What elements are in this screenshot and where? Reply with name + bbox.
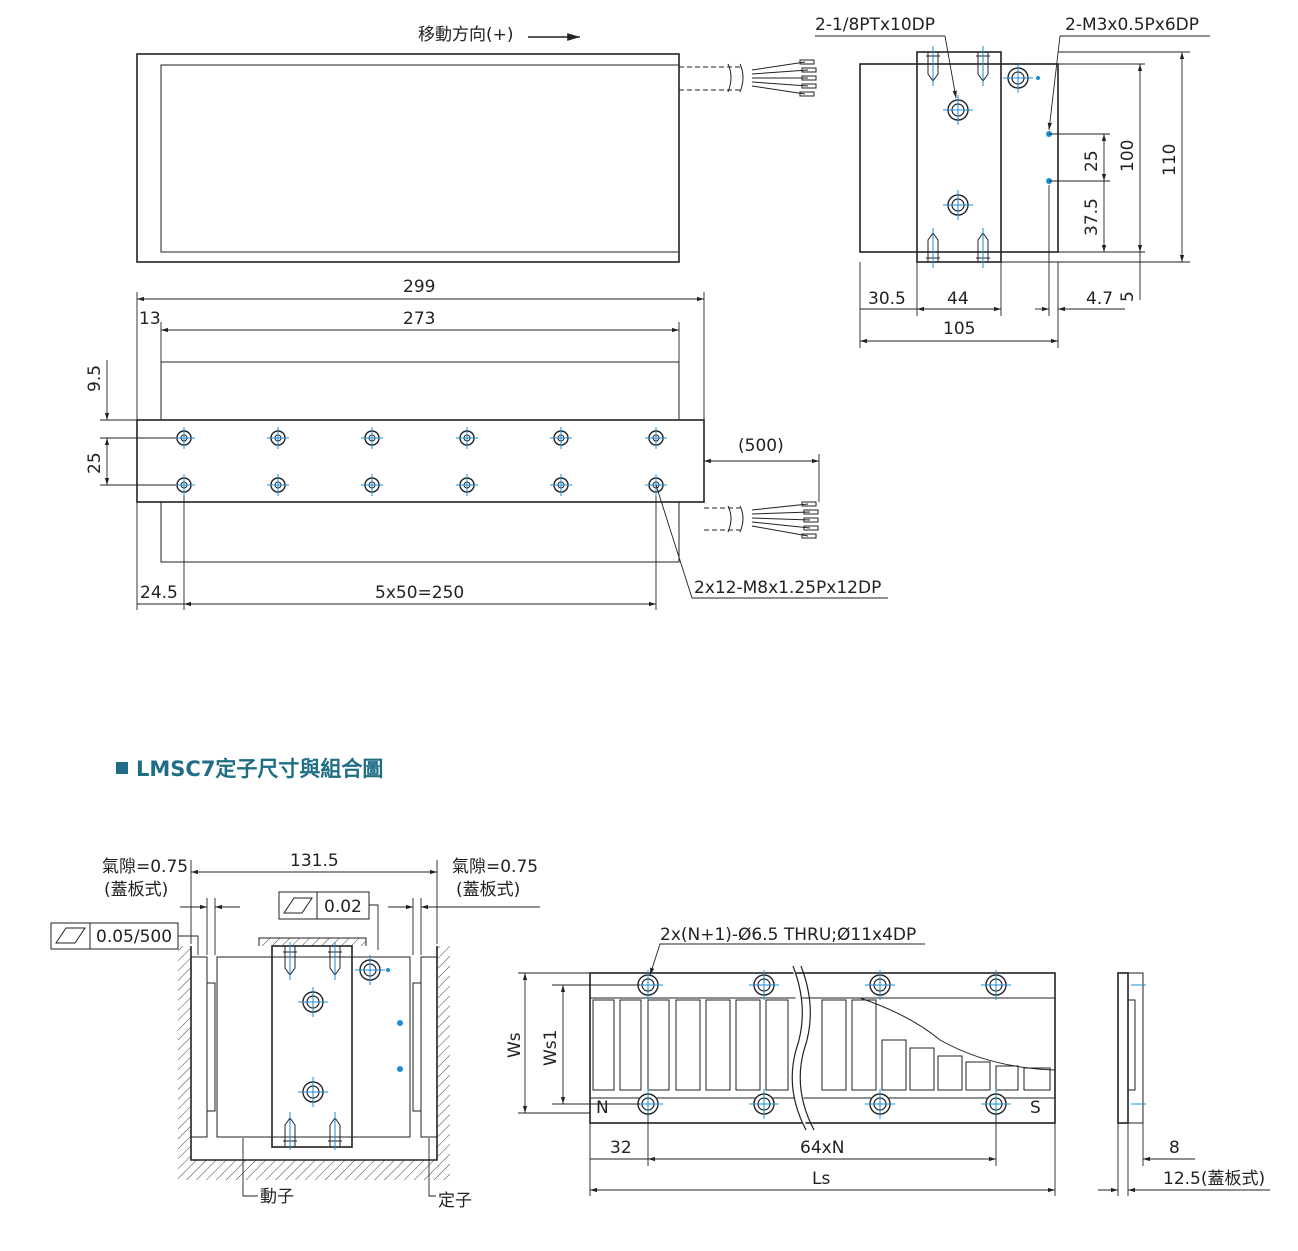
stator-side-base <box>1117 972 1129 1124</box>
cover-right: (蓋板式) <box>456 880 520 900</box>
dim-8: 8 <box>1169 1138 1180 1158</box>
callout-pt: 2-1/8PTx10DP <box>815 15 935 35</box>
section-heading: LMSC7定子尺寸與組合圖 <box>116 757 383 781</box>
top-view-inner <box>160 64 680 253</box>
stator-hole-callout: 2x(N+1)-Ø6.5 THRU;Ø11x4DP <box>660 925 916 945</box>
dim-131-5: 131.5 <box>290 851 339 871</box>
pt-hole-1 <box>942 94 974 126</box>
side-mover <box>916 51 1002 263</box>
dim-37-5: 37.5 <box>1082 198 1102 236</box>
direction-label: 移動方向(+) <box>418 25 514 45</box>
dim-500: (500) <box>738 436 784 456</box>
dim-44: 44 <box>947 289 969 309</box>
flatness-left-value: 0.05/500 <box>96 927 172 947</box>
dim-299: 299 <box>403 277 435 297</box>
mover-body <box>216 956 411 1138</box>
flatness-top-value: 0.02 <box>324 897 362 917</box>
front-upper-plate <box>160 361 680 421</box>
dim-9-5: 9.5 <box>85 365 105 392</box>
cover-left: (蓋板式) <box>104 880 168 900</box>
mount-holes <box>172 426 668 497</box>
front-cable <box>704 501 819 539</box>
front-view: 299 273 13 9.5 25 <box>85 277 888 610</box>
assembly-view: 131.5 氣隙=0.75 (蓋板式) 氣隙=0.75 (蓋板式) 0.02 0… <box>50 851 540 1211</box>
stator-side-view: 8 12.5(蓋板式) <box>1098 972 1270 1196</box>
stator-view: N S 2x(N+1)-Ø6.5 THRU;Ø11x4DP Ws Ws1 32 … <box>505 925 1056 1196</box>
flatness-left: 0.05/500 <box>50 922 199 955</box>
section-title: LMSC7定子尺寸與組合圖 <box>136 757 383 781</box>
dim-273: 273 <box>403 309 435 329</box>
dim-13: 13 <box>139 309 161 329</box>
side-hole <box>1002 62 1034 94</box>
front-lower-plate <box>160 501 680 563</box>
stator-label: 定子 <box>438 1191 472 1211</box>
dim-5: 5 <box>1118 291 1138 302</box>
magnets <box>592 997 1056 1091</box>
stator-plate <box>589 972 1056 1124</box>
air-gap-right: 氣隙=0.75 <box>452 857 538 877</box>
side-body <box>859 63 1059 253</box>
dim-5x50: 5x50=250 <box>375 583 464 603</box>
dim-ws1: Ws1 <box>541 1030 561 1066</box>
dim-24-5: 24.5 <box>140 583 178 603</box>
stator-right <box>420 956 438 1138</box>
air-gap-left: 氣隙=0.75 <box>102 857 188 877</box>
hole-leader <box>655 484 888 599</box>
dim-100: 100 <box>1118 140 1138 172</box>
dim-25-left: 25 <box>85 452 105 474</box>
dim-ws: Ws <box>505 1032 525 1058</box>
mover-label: 動子 <box>260 1187 294 1207</box>
flatness-top: 0.02 <box>278 891 379 950</box>
section-bullet <box>116 762 128 774</box>
top-view: 移動方向(+) <box>136 25 817 263</box>
hole-callout: 2x12-M8x1.25Px12DP <box>694 578 881 598</box>
mover-plate <box>271 945 353 1148</box>
dim-64xn: 64xN <box>800 1138 844 1158</box>
assembly-tapped-holes <box>283 942 342 1150</box>
pt-hole-2 <box>942 189 974 221</box>
dim-32: 32 <box>610 1138 632 1158</box>
side-view: 2-1/8PTx10DP 2-M3x0.5Px6DP 25 37.5 100 1… <box>815 15 1210 348</box>
dim-30-5: 30.5 <box>868 289 906 309</box>
front-mover-body <box>136 419 705 503</box>
dim-ls: Ls <box>812 1169 830 1189</box>
dim-110: 110 <box>1160 144 1180 176</box>
dim-4-7: 4.7 <box>1086 289 1113 309</box>
m3-dot-top <box>1036 76 1040 80</box>
pole-n: N <box>596 1098 609 1118</box>
stator-left <box>190 956 208 1138</box>
tapped-holes <box>926 46 990 268</box>
top-view-outer <box>136 53 680 263</box>
pole-s: S <box>1030 1098 1041 1118</box>
channel-outline <box>190 946 438 1161</box>
dim-12-5: 12.5(蓋板式) <box>1163 1169 1265 1189</box>
callout-m3: 2-M3x0.5Px6DP <box>1065 15 1199 35</box>
dim-25-side: 25 <box>1082 150 1102 172</box>
dim-105: 105 <box>943 319 975 339</box>
top-cable <box>679 59 817 97</box>
